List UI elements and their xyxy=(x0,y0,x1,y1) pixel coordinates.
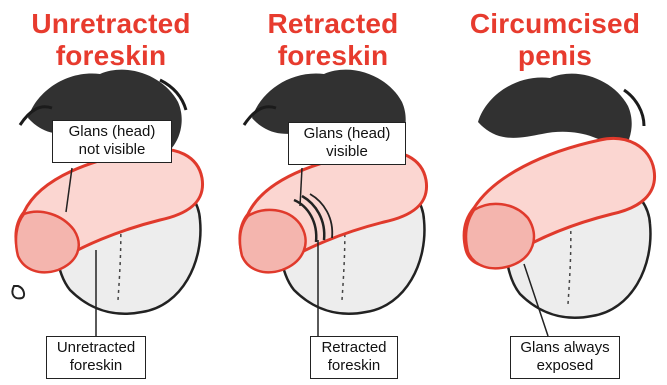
callout-line-1: Glans (head) xyxy=(59,123,165,141)
callout-line-1: Glans always xyxy=(517,339,613,357)
callout-line-2: exposed xyxy=(517,357,613,375)
panel-unretracted: Unretracted foreskin Glans (head) not vi… xyxy=(0,0,222,385)
panel-circumcised: Circumcised penis Glans always exposed xyxy=(444,0,666,385)
callout-line-2: foreskin xyxy=(317,357,391,375)
callout-glans-visible: Glans (head) visible xyxy=(288,122,406,165)
title-line-1: Circumcised xyxy=(444,8,666,40)
callout-line-2: foreskin xyxy=(53,357,139,375)
callout-line-1: Retracted xyxy=(317,339,391,357)
callout-line-2: visible xyxy=(295,143,399,161)
panel-title: Circumcised penis xyxy=(444,8,666,72)
title-line-2: foreskin xyxy=(222,40,444,72)
callout-line-2: not visible xyxy=(59,141,165,159)
title-line-1: Retracted xyxy=(222,8,444,40)
callout-glans-always-exposed: Glans always exposed xyxy=(510,336,620,379)
title-line-2: foreskin xyxy=(0,40,222,72)
callout-glans-not-visible: Glans (head) not visible xyxy=(52,120,172,163)
title-line-2: penis xyxy=(444,40,666,72)
title-line-1: Unretracted xyxy=(0,8,222,40)
callout-retracted-foreskin: Retracted foreskin xyxy=(310,336,398,379)
panel-title: Unretracted foreskin xyxy=(0,8,222,72)
panel-title: Retracted foreskin xyxy=(222,8,444,72)
callout-line-1: Glans (head) xyxy=(295,125,399,143)
callout-unretracted-foreskin: Unretracted foreskin xyxy=(46,336,146,379)
panel-retracted: Retracted foreskin Glans (head) visible … xyxy=(222,0,444,385)
callout-line-1: Unretracted xyxy=(53,339,139,357)
